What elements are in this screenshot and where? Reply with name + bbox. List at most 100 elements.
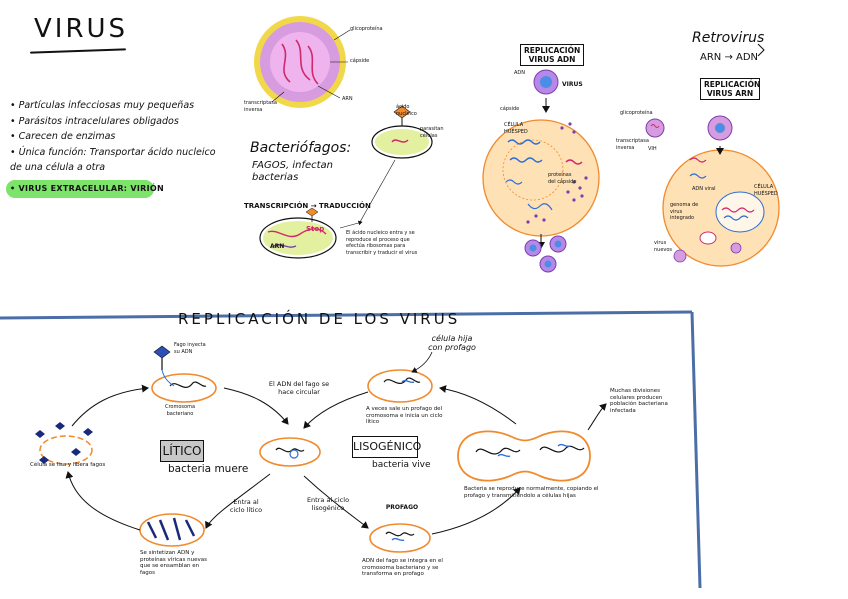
viral-protein xyxy=(273,244,297,248)
prophage xyxy=(391,537,405,542)
prophage-right xyxy=(557,443,571,448)
label-glicoproteina-retro: glicoproteína xyxy=(620,110,653,116)
budding-virus xyxy=(730,242,742,254)
arrow-to-center xyxy=(223,387,289,425)
label-celula-retro: CÉLULA HUÉSPED xyxy=(754,184,778,197)
daughter-cell xyxy=(367,369,433,403)
label-adn: ADN xyxy=(514,70,526,76)
label-genoma: genoma de virus integrado xyxy=(670,202,699,221)
leader-line xyxy=(411,351,433,373)
virion-rna xyxy=(281,39,319,85)
prophage-left xyxy=(497,453,511,458)
new-virus-core xyxy=(544,260,552,268)
new-retrovirus xyxy=(673,249,687,263)
assembled-phages xyxy=(146,517,196,541)
bacteriophage-cell xyxy=(259,159,396,259)
virion-capsid xyxy=(270,32,330,92)
label-celula-hija: célula hija con profago xyxy=(428,334,476,352)
arrow-to-lytic xyxy=(205,473,271,529)
transcripcion-label: TRANSCRIPCIÓN → TRADUCCIÓN xyxy=(244,202,371,210)
list-item: • Carecen de enzimas xyxy=(10,131,116,142)
hiv-particle xyxy=(645,118,665,138)
label-arn: ARN xyxy=(342,96,353,102)
phage-dna xyxy=(161,369,175,387)
virus-features-list: • Partículas infecciosas muy pequeñas • … xyxy=(10,98,250,176)
ribosome xyxy=(699,231,717,245)
viral-dna xyxy=(507,139,541,145)
bacterium-top-left xyxy=(151,373,217,403)
bacterial-chromosome xyxy=(169,381,207,388)
arn-label: ARN xyxy=(270,243,285,250)
lysed-cell xyxy=(39,435,93,465)
retrovirus-replication xyxy=(645,43,780,267)
viral-dna xyxy=(527,203,553,211)
bacteriofagos-title: Bacteriófagos: xyxy=(250,140,352,156)
label-glicoproteina: glicoproteína xyxy=(350,26,383,32)
lisogenico-box: LISOGÉNICO xyxy=(352,436,421,458)
chromosome-left xyxy=(475,447,521,455)
stop-label: Stop xyxy=(306,225,325,233)
replication-title: REPLICACIÓN DE LOS VIRUS xyxy=(178,310,461,328)
viral-mrna xyxy=(565,159,583,165)
label-capside-dna: cápside xyxy=(500,106,520,112)
prophage-cell xyxy=(369,523,431,553)
list-item: de una célula a otra xyxy=(10,162,106,173)
label-parasitan: parasitan células xyxy=(420,126,444,139)
label-entra-litico: Entra al ciclo lítico xyxy=(229,498,263,514)
label-vih: VIH xyxy=(648,146,657,152)
highlight-marker xyxy=(6,180,154,198)
phage-head xyxy=(153,345,171,359)
arrow-to-daughter xyxy=(439,385,517,425)
arrow-to-lysogenic xyxy=(303,475,369,529)
bacterial-chromosome xyxy=(383,377,421,384)
new-virus-core xyxy=(529,244,537,252)
leader-line xyxy=(317,85,341,99)
phage-process-note: El ácido nucleico entra y se reproduce e… xyxy=(346,230,418,256)
section-divider xyxy=(0,310,693,320)
list-item: • Única función: Transportar ácido nucle… xyxy=(10,146,216,158)
integrated-dna xyxy=(723,215,749,221)
dna-host-nucleus xyxy=(502,139,564,201)
highlight-text: • VIRUS EXTRACELULAR: VIRIÓN xyxy=(10,184,164,193)
arrow-to-lysis xyxy=(65,471,141,531)
circular-phage-dna xyxy=(289,449,299,459)
label-virus-nuevos: virus nuevos xyxy=(654,240,673,253)
viral-mrna xyxy=(267,228,327,238)
chromosome-right xyxy=(539,445,585,453)
label-a-veces: A veces sale un profago del cromosoma e … xyxy=(366,406,443,425)
label-transcriptasa-retro: transcriptasa inversa xyxy=(616,138,649,151)
retro-nucleus xyxy=(715,191,765,233)
leader-line xyxy=(359,159,396,223)
bacteriofagos-subtitle: FAGOS, infectan bacterias xyxy=(252,160,334,183)
label-cromosoma: Cromosoma bacteriano xyxy=(164,404,196,417)
label-adn-integra: ADN del fago se integra en el cromosoma … xyxy=(362,558,443,577)
label-virus: VIRUS xyxy=(562,81,583,88)
dna-virus-core xyxy=(540,76,552,88)
label-bacteria-muere: bacteria muere xyxy=(168,463,249,475)
label-celula-lisa: Célula se lisa y libera fagos xyxy=(30,462,106,468)
list-item: • Parásitos intracelulares obligados xyxy=(10,115,179,127)
label-proteinas: proteínas del cápside xyxy=(548,172,577,185)
dividing-cell xyxy=(457,430,591,482)
replication-cycle xyxy=(35,345,607,553)
assembly-cell xyxy=(139,513,205,547)
label-celula-huesped: CÉLULA HUÉSPED xyxy=(504,122,528,135)
arrow-to-population xyxy=(587,403,607,431)
viral-rna xyxy=(689,157,707,163)
arrow xyxy=(339,220,363,229)
leader-line xyxy=(333,29,351,41)
litico-box: LÍTICO xyxy=(160,440,204,462)
label-capside: cápside xyxy=(350,58,370,64)
arrow-to-division xyxy=(431,487,521,535)
released-phages xyxy=(35,422,93,464)
arrow-from-daughter xyxy=(303,391,369,429)
prophage xyxy=(401,379,415,384)
list-item: • Partículas infecciosas muy pequeñas xyxy=(10,100,195,111)
section-divider-vertical xyxy=(690,311,702,589)
label-bacteria-vive: bacteria vive xyxy=(372,460,431,470)
label-fago-inyecta: Fago inyecta su ADN xyxy=(174,342,206,355)
dna-host-cell xyxy=(482,119,600,237)
dna-virus-replication xyxy=(482,69,600,273)
retro-arrow xyxy=(757,43,765,57)
